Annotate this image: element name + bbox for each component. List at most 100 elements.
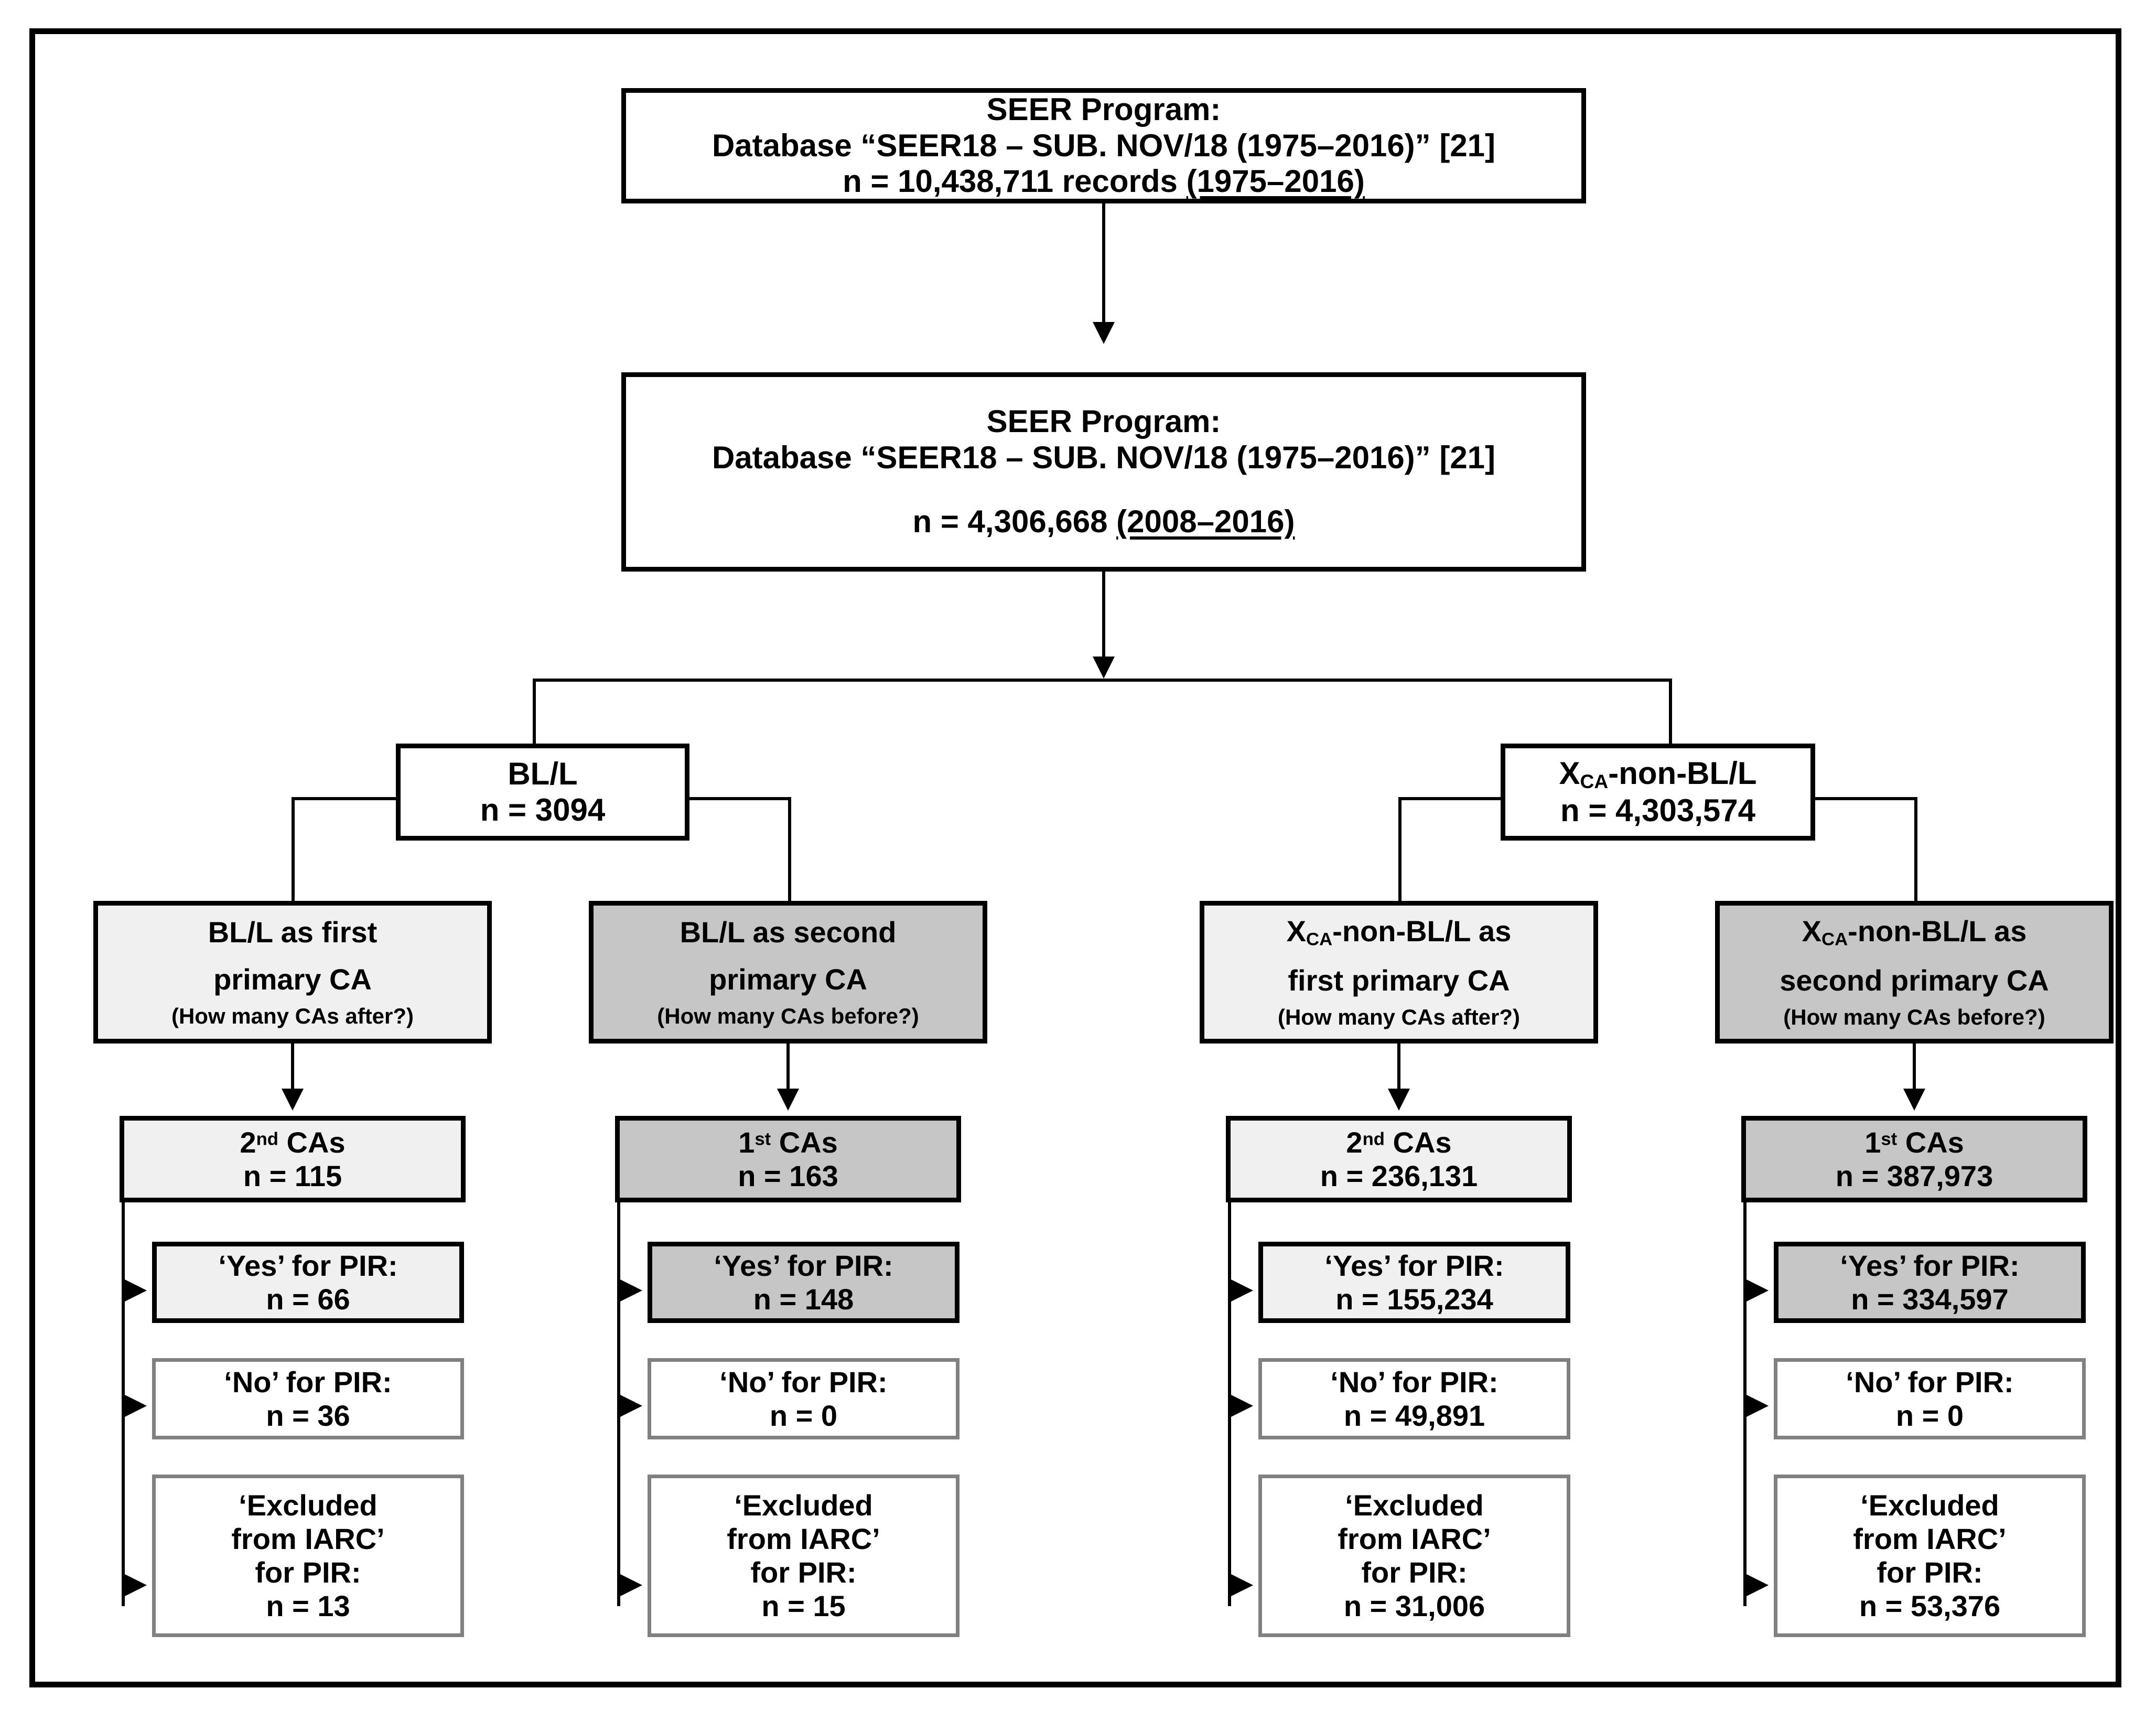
diagram-outer-frame [29, 28, 2121, 1687]
node-bll: BL/L n = 3094 [396, 744, 689, 841]
arrow-col2-excluded [1231, 1574, 1253, 1596]
seer-all-line3: n = 10,438,711 records (1975–2016) [843, 164, 1365, 199]
xca-count: n = 4,303,574 [1560, 792, 1755, 828]
bll-second-line3: (How many CAs before?) [657, 1003, 919, 1028]
connector-all-to-filtered [1102, 203, 1105, 324]
xca-branch-bar-left [1398, 797, 1504, 800]
seer-all-line2: Database “SEER18 – SUB. NOV/18 (1975–201… [712, 127, 1496, 163]
arrow-col2-no [1231, 1395, 1253, 1417]
node-seer-filtered-records: SEER Program: Database “SEER18 – SUB. NO… [621, 372, 1586, 572]
node-outcome-col1-yes: ‘Yes’ for PIR: n = 148 [648, 1242, 960, 1323]
arrow-col1-yes [620, 1279, 642, 1301]
node-outcome-col3-excluded: ‘Excluded from IARC’ for PIR: n = 53,376 [1774, 1475, 2086, 1637]
outcome-count-col3-excluded: n = 53,376 [1859, 1589, 2001, 1622]
outcome-label-col0-excluded-l2: from IARC’ [231, 1522, 385, 1556]
outcome-count-col3-yes: n = 334,597 [1851, 1282, 2009, 1316]
outcome-label-col1-excluded-l2: from IARC’ [727, 1522, 880, 1556]
connector-bllsecond-to-ca [786, 1044, 790, 1096]
arrow-col1-no [620, 1395, 642, 1417]
arrow-col3-no [1747, 1395, 1769, 1417]
seer-filtered-year-range: (2008–2016) [1116, 504, 1295, 540]
node-outcome-col3-yes: ‘Yes’ for PIR: n = 334,597 [1774, 1242, 2086, 1323]
node-outcome-col3-no: ‘No’ for PIR: n = 0 [1774, 1358, 2086, 1439]
ca-header-count-col2: n = 236,131 [1320, 1159, 1478, 1192]
node-ca-header-col0: 2nd CAs n = 115 [120, 1116, 466, 1202]
node-outcome-col2-yes: ‘Yes’ for PIR: n = 155,234 [1258, 1242, 1570, 1323]
seer-filtered-line2: Database “SEER18 – SUB. NOV/18 (1975–201… [712, 439, 1496, 475]
node-ca-header-col2: 2nd CAs n = 236,131 [1226, 1116, 1572, 1202]
node-outcome-col0-yes: ‘Yes’ for PIR: n = 66 [152, 1242, 464, 1323]
outcome-label-col2-excluded-l1: ‘Excluded [1345, 1489, 1484, 1522]
node-xca: XCA-non-BL/L n = 4,303,574 [1501, 744, 1815, 841]
bll-branch-drop-right [788, 797, 791, 902]
connector-xcasecond-to-ca [1913, 1044, 1916, 1096]
arrow-bllsecond-to-ca [777, 1089, 799, 1111]
spine-col0 [122, 1202, 125, 1606]
ca-header-label-col3: 1st CAs [1864, 1125, 1964, 1159]
ca-header-label-col2: 2nd CAs [1346, 1125, 1452, 1159]
outcome-label-col3-no: ‘No’ for PIR: [1846, 1365, 2014, 1399]
bll-branch-drop-left [292, 797, 295, 902]
bll-second-line1: BL/L as second [680, 916, 897, 949]
arrow-col0-yes [125, 1279, 147, 1301]
arrow-col3-yes [1747, 1279, 1769, 1301]
xca-second-line1: XCA-non-BL/L as [1802, 915, 2027, 950]
outcome-label-col2-no: ‘No’ for PIR: [1330, 1365, 1499, 1399]
arrow-col3-excluded [1747, 1574, 1769, 1596]
outcome-label-col1-excluded-l3: for PIR: [750, 1556, 857, 1589]
connector-filtered-down [1102, 572, 1105, 666]
xca-label: XCA-non-BL/L [1559, 756, 1757, 793]
xca-branch-drop-right [1914, 797, 1917, 902]
ca-header-count-col1: n = 163 [738, 1159, 838, 1192]
bll-first-line3: (How many CAs after?) [171, 1003, 414, 1028]
outcome-count-col0-yes: n = 66 [266, 1282, 350, 1316]
split-drop-right [1669, 679, 1672, 746]
outcome-count-col2-excluded: n = 31,006 [1343, 1589, 1485, 1622]
outcome-label-col2-yes: ‘Yes’ for PIR: [1324, 1249, 1504, 1282]
outcome-label-col2-excluded-l2: from IARC’ [1338, 1522, 1491, 1556]
outcome-label-col3-excluded-l1: ‘Excluded [1860, 1489, 1999, 1522]
outcome-label-col3-yes: ‘Yes’ for PIR: [1840, 1249, 2020, 1282]
outcome-count-col0-excluded: n = 13 [266, 1589, 350, 1622]
node-bll-as-second-primary: BL/L as second primary CA (How many CAs … [589, 901, 987, 1044]
bll-label: BL/L [508, 756, 578, 792]
outcome-label-col0-excluded-l1: ‘Excluded [239, 1489, 378, 1522]
arrow-xcasecond-to-ca [1903, 1089, 1925, 1111]
node-xca-as-first-primary: XCA-non-BL/L as first primary CA (How ma… [1200, 901, 1598, 1044]
connector-xcafirst-to-ca [1397, 1044, 1400, 1096]
outcome-label-col0-no: ‘No’ for PIR: [224, 1365, 392, 1399]
node-ca-header-col3: 1st CAs n = 387,973 [1741, 1116, 2087, 1202]
bll-second-line2: primary CA [709, 963, 867, 996]
outcome-count-col1-yes: n = 148 [753, 1282, 854, 1316]
outcome-count-col2-yes: n = 155,234 [1335, 1282, 1493, 1316]
outcome-label-col0-excluded-l3: for PIR: [255, 1556, 361, 1589]
arrow-bllfirst-to-ca [282, 1089, 304, 1111]
outcome-count-col0-no: n = 36 [266, 1399, 350, 1432]
outcome-count-col2-no: n = 49,891 [1343, 1399, 1485, 1432]
bll-branch-bar-right [686, 797, 791, 800]
outcome-label-col3-excluded-l2: from IARC’ [1853, 1522, 2007, 1556]
ca-header-label-col0: 2nd CAs [240, 1125, 346, 1159]
xca-branch-drop-left [1398, 797, 1402, 902]
outcome-label-col1-excluded-l1: ‘Excluded [734, 1489, 873, 1522]
bll-first-line1: BL/L as first [208, 916, 378, 949]
xca-first-line3: (How many CAs after?) [1277, 1005, 1521, 1030]
seer-filtered-line3: n = 4,306,668 (2008–2016) [912, 504, 1295, 540]
outcome-label-col1-no: ‘No’ for PIR: [719, 1365, 888, 1399]
arrow-xcafirst-to-ca [1388, 1089, 1410, 1111]
outcome-count-col1-excluded: n = 15 [761, 1589, 846, 1622]
outcome-count-col1-no: n = 0 [769, 1399, 838, 1432]
node-outcome-col1-no: ‘No’ for PIR: n = 0 [648, 1358, 960, 1439]
arrow-col2-yes [1231, 1279, 1253, 1301]
node-ca-header-col1: 1st CAs n = 163 [615, 1116, 961, 1202]
seer-all-line1: SEER Program: [986, 92, 1221, 127]
node-outcome-col2-excluded: ‘Excluded from IARC’ for PIR: n = 31,006 [1258, 1475, 1570, 1637]
node-seer-all-records: SEER Program: Database “SEER18 – SUB. NO… [621, 88, 1586, 203]
ca-header-count-col0: n = 115 [243, 1159, 342, 1192]
seer-all-year-range: (1975–2016) [1186, 164, 1365, 199]
node-outcome-col0-no: ‘No’ for PIR: n = 36 [152, 1358, 464, 1439]
arrow-filtered-down [1093, 657, 1115, 679]
outcome-label-col2-excluded-l3: for PIR: [1361, 1556, 1468, 1589]
ca-header-count-col3: n = 387,973 [1835, 1159, 1993, 1192]
outcome-label-col1-yes: ‘Yes’ for PIR: [714, 1249, 893, 1282]
